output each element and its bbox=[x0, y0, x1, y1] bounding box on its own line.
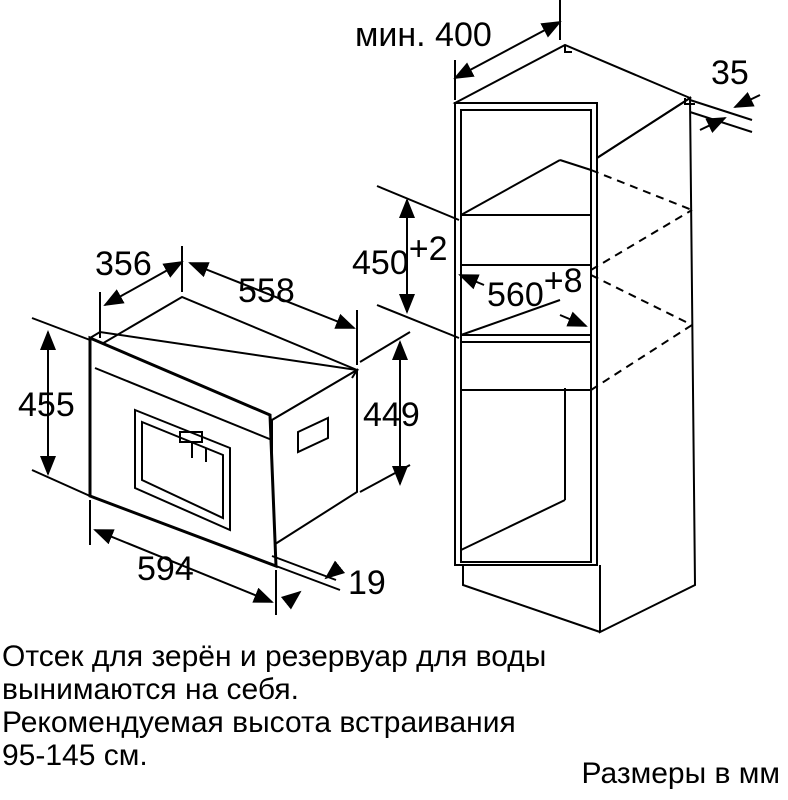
label-front-thickness: 19 bbox=[348, 564, 386, 602]
dim-niche-width bbox=[458, 274, 588, 327]
note-line-1: Отсек для зерён и резервуар для воды bbox=[2, 640, 547, 673]
dim-gap bbox=[689, 91, 761, 134]
label-appliance-width: 594 bbox=[137, 550, 194, 588]
label-niche-width: 560+8 bbox=[487, 262, 583, 314]
cabinet-side bbox=[596, 96, 697, 634]
dim-appliance-body-height bbox=[359, 331, 411, 493]
label-appliance-height: 455 bbox=[18, 386, 75, 424]
dim-min-depth bbox=[453, 0, 562, 100]
side-handle bbox=[297, 416, 329, 454]
cabinet-plinth bbox=[462, 565, 601, 633]
dim-niche-height bbox=[376, 185, 460, 339]
coffee-machine bbox=[88, 295, 360, 569]
dim-appliance-width-top bbox=[188, 262, 358, 365]
label-min-depth: мин. 400 bbox=[355, 16, 492, 54]
label-niche-height: 450+2 bbox=[352, 230, 448, 282]
note-line-2: вынимаются на себя. bbox=[2, 673, 299, 706]
label-appliance-width-top: 558 bbox=[238, 272, 295, 310]
installation-notes: Отсек для зерён и резервуар для воды вын… bbox=[2, 640, 722, 772]
dim-appliance-width bbox=[89, 500, 277, 615]
dim-appliance-depth bbox=[99, 246, 184, 338]
dim-appliance-height bbox=[31, 317, 91, 497]
label-appliance-depth: 356 bbox=[95, 245, 152, 283]
tall-cabinet bbox=[452, 43, 697, 634]
installation-diagram: мин. 400 35 450+2 560+8 bbox=[18, 0, 761, 634]
label-gap: 35 bbox=[711, 54, 749, 92]
dim-front-thickness bbox=[271, 555, 346, 610]
note-line-3: Рекомендуемая высота встраивания bbox=[2, 706, 516, 739]
label-appliance-body-height: 449 bbox=[363, 396, 420, 434]
note-line-4: 95-145 см. bbox=[2, 739, 148, 772]
units-label: Размеры в мм bbox=[581, 757, 780, 790]
